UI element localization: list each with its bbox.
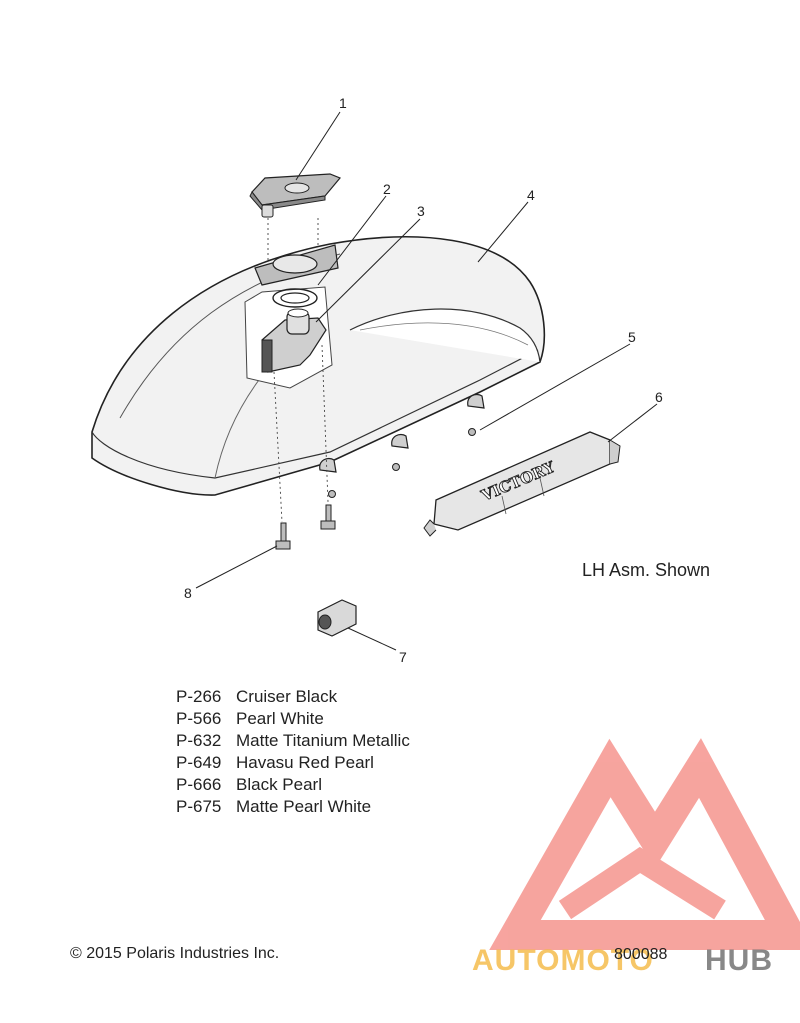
legend-row: P-666 Black Pearl: [176, 774, 410, 796]
watermark-logo: [489, 738, 800, 950]
callout-1: 1: [339, 95, 347, 111]
callout-2: 2: [383, 181, 391, 197]
emblem-screw: [328, 428, 476, 498]
alignment-lines: [267, 218, 329, 523]
leader-lines: [195, 111, 658, 651]
mounting-bolt: [275, 504, 336, 550]
mounting-tab: [319, 393, 485, 473]
callout-8: 8: [184, 585, 192, 601]
grommet: [317, 599, 357, 637]
legend-name: Havasu Red Pearl: [236, 753, 374, 772]
legend-code: P-632: [176, 731, 222, 750]
figure-number: 800088: [614, 946, 668, 963]
legend-row: P-566 Pearl White: [176, 708, 410, 730]
filler-opening: [254, 244, 339, 286]
watermark-part1: AUTOMOTO: [472, 944, 654, 977]
watermark-part2: HUB: [705, 944, 773, 977]
legend-code: P-666: [176, 775, 222, 794]
legend-code: P-675: [176, 797, 222, 816]
victory-emblem: VICTORY: [423, 431, 621, 537]
assembly-note: LH Asm. Shown: [582, 560, 711, 580]
fuel-cap: [249, 173, 341, 218]
copyright-text: © 2015 Polaris Industries Inc.: [70, 945, 280, 962]
legend-row: P-649 Havasu Red Pearl: [176, 752, 410, 774]
gasket-ring: [272, 288, 318, 308]
legend-code: P-266: [176, 687, 222, 706]
legend-name: Matte Pearl White: [236, 797, 372, 816]
callout-4: 4: [527, 187, 535, 203]
watermark-text: AUTOMOTO HUB: [472, 944, 773, 977]
callout-5: 5: [628, 329, 636, 345]
legend-row: P-675 Matte Pearl White: [176, 796, 410, 818]
legend-row: P-266 Cruiser Black: [176, 686, 410, 708]
legend-row: P-632 Matte Titanium Metallic: [176, 730, 410, 752]
legend-code: P-649: [176, 753, 222, 772]
filler-flange: [261, 308, 327, 373]
callout-6: 6: [655, 389, 663, 405]
legend-code: P-566: [176, 709, 222, 728]
legend-name: Cruiser Black: [236, 687, 338, 706]
legend-name: Matte Titanium Metallic: [236, 731, 410, 750]
legend-name: Black Pearl: [236, 775, 322, 794]
paint-code-legend: P-266 Cruiser Black P-566 Pearl White P-63…: [176, 686, 410, 818]
callout-3: 3: [417, 203, 425, 219]
callout-numbers: 1 2 3 4 5 6 7 8: [184, 95, 663, 665]
legend-name: Pearl White: [236, 709, 324, 728]
callout-7: 7: [399, 649, 407, 665]
